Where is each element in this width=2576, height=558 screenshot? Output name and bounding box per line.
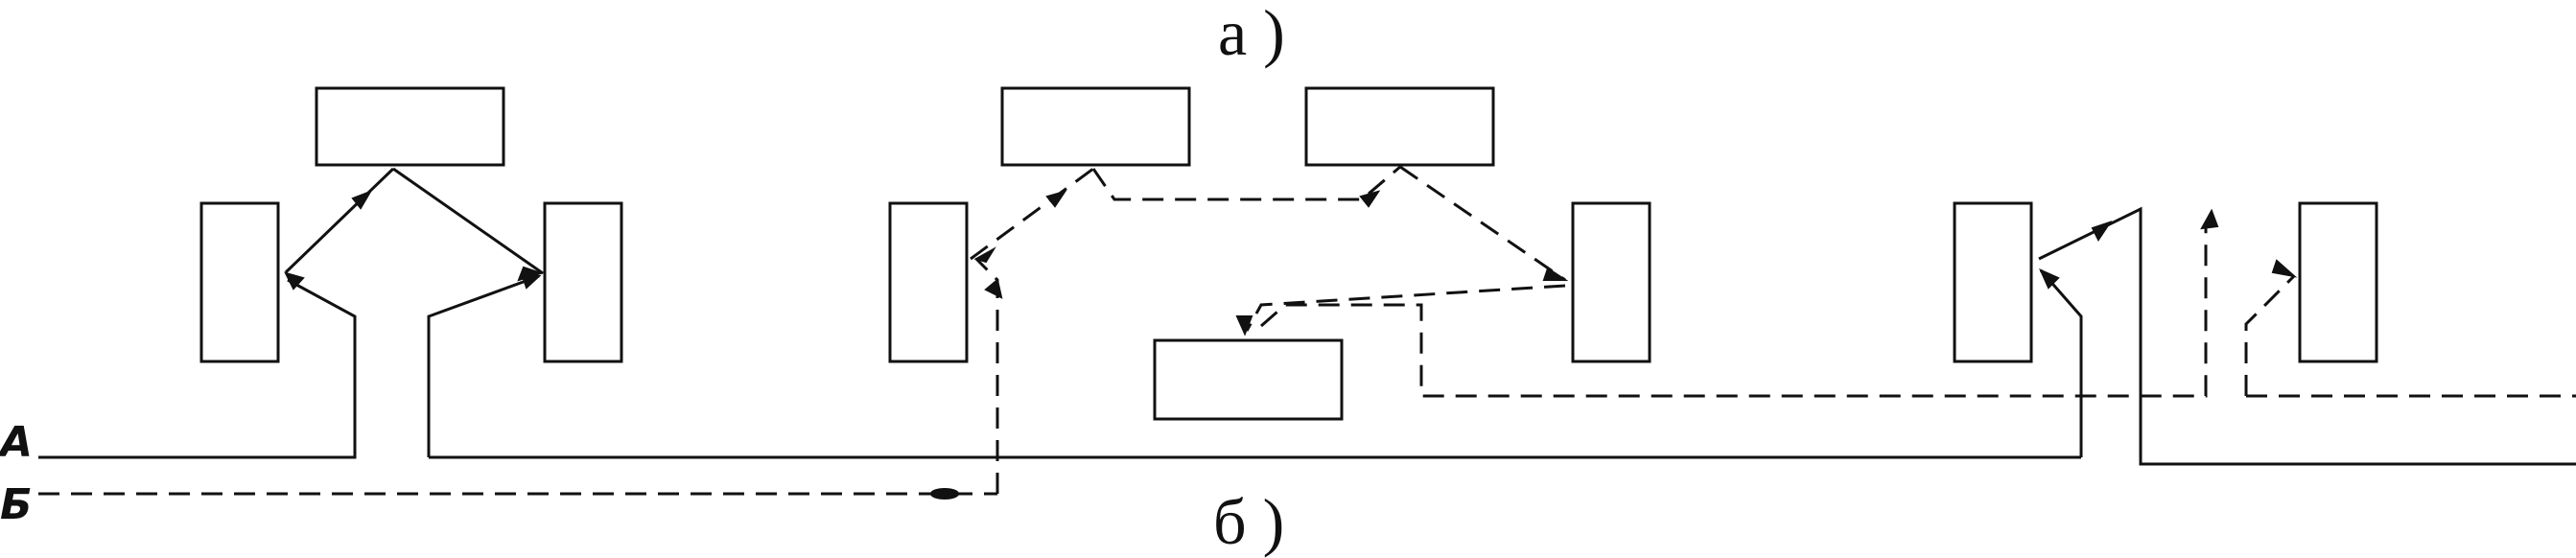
arrowhead-g3-4	[2271, 259, 2298, 278]
box-g2-top-left	[1000, 86, 1191, 167]
box-g2-left	[888, 201, 969, 363]
path-g1-a-feed-left	[38, 278, 357, 459]
arrowhead-g3-3	[2200, 208, 2219, 230]
box-g1-right	[543, 201, 623, 363]
box-g2-right	[1571, 201, 1651, 363]
arrowhead-g1-4	[521, 275, 542, 290]
box-g3-right	[2298, 201, 2378, 363]
line-b-label: Б	[0, 480, 33, 529]
arrowhead-g2-2	[973, 246, 996, 264]
path-g2-bottom-return	[1260, 222, 2208, 398]
arrowhead-g1-2	[351, 190, 373, 210]
box-g1-left	[199, 201, 280, 363]
box-g2-top-right	[1304, 86, 1495, 167]
arrowhead-g2-6	[1235, 315, 1253, 337]
caption-top: а )	[1218, 0, 1285, 69]
arrowhead-g2-3	[1045, 190, 1067, 208]
arrowhead-g1-1	[284, 271, 305, 291]
path-g2-right-to-bottom	[1245, 284, 1566, 332]
line-a-label: А	[0, 418, 34, 467]
box-g1-top	[315, 86, 505, 167]
path-g1-left-to-top	[284, 167, 395, 274]
path-g3-out-to-main	[2038, 206, 2576, 466]
box-g2-bottom	[1153, 338, 1344, 421]
arrowhead-g2-4	[1359, 190, 1381, 208]
arrowhead-line-b	[930, 488, 959, 500]
path-g2-topright-to-right	[1399, 165, 1566, 282]
arrowhead-g2-5	[1542, 267, 1569, 281]
caption-bottom: б )	[1213, 485, 1285, 558]
arrowhead-g3-1	[2039, 268, 2060, 290]
path-g2-left-to-topleft	[970, 167, 1094, 261]
path-g3-a-feed	[2039, 269, 2083, 457]
path-g1-top-to-right	[392, 167, 544, 275]
path-g1-a-feed-right	[427, 274, 540, 457]
arrowhead-g2-1	[984, 278, 1003, 299]
path-g2-topleft-to-topright	[1091, 165, 1401, 201]
box-g3-left	[1953, 201, 2033, 363]
path-g3-dashed-return	[2244, 274, 2296, 396]
arrowhead-g3-2	[2091, 221, 2113, 242]
